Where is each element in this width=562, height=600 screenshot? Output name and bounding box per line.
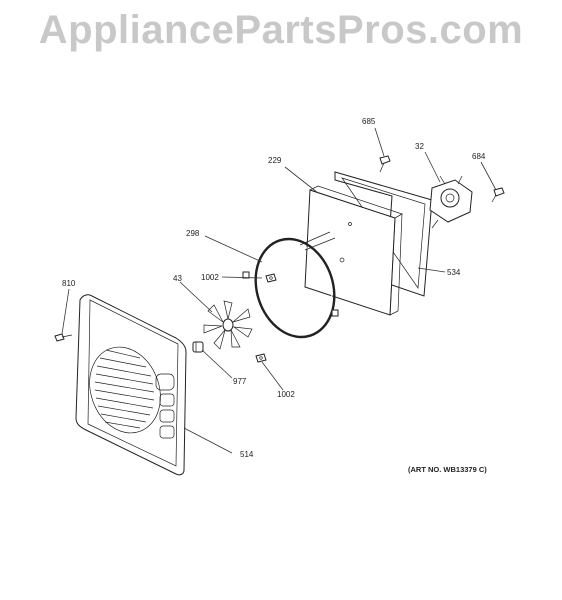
callout-32: 32 (415, 142, 424, 151)
part-32-convection-motor[interactable] (429, 175, 473, 229)
callout-810: 810 (62, 279, 76, 288)
part-514-fan-cover[interactable] (75, 294, 187, 476)
callout-684: 684 (472, 152, 486, 161)
watermark-logo: AppliancePartsPros.com (38, 8, 524, 52)
callout-labels: 685 229 32 684 298 1002 534 810 43 977 1… (62, 117, 486, 459)
part-684-screw[interactable] (491, 187, 505, 203)
callout-229: 229 (268, 156, 282, 165)
part-810-screw[interactable] (54, 333, 73, 342)
callout-514: 514 (240, 450, 254, 459)
part-685-screw[interactable] (379, 155, 391, 173)
part-229-insulation-panel[interactable] (304, 185, 403, 316)
callout-43: 43 (173, 274, 182, 283)
callout-1002-upper: 1002 (201, 273, 219, 282)
part-298-heating-element[interactable] (242, 229, 347, 348)
callout-298: 298 (186, 229, 200, 238)
part-1002-screw-upper[interactable] (265, 273, 277, 283)
leader-lines (61, 127, 497, 454)
part-977-nut[interactable] (192, 341, 204, 353)
callout-685: 685 (362, 117, 376, 126)
callout-534: 534 (447, 268, 461, 277)
callout-977: 977 (233, 377, 247, 386)
part-43-fan-blade[interactable] (203, 300, 253, 350)
callout-1002-lower: 1002 (277, 390, 295, 399)
part-1002-screw-lower[interactable] (255, 353, 267, 363)
art-number: (ART NO. WB13379 C) (408, 465, 487, 474)
